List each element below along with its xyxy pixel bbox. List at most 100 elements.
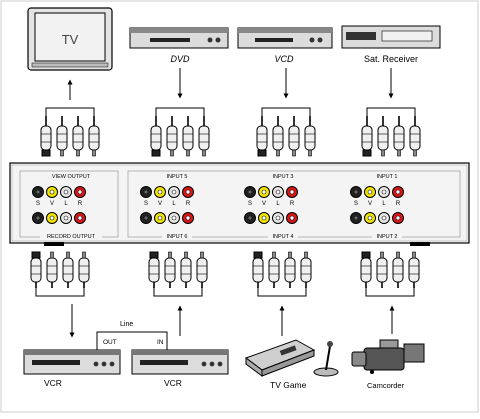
input5-jack-r: R	[182, 186, 194, 207]
tv-game-device: TV Game	[244, 339, 339, 390]
view-output-jack-s: S	[32, 186, 44, 207]
input5-jack-s: S	[140, 186, 152, 207]
dvd-label: DVD	[170, 54, 190, 64]
input2-jack-v	[364, 212, 376, 224]
input3-jack-label: R	[290, 201, 295, 207]
sat-receiver-label: Sat. Receiver	[364, 54, 418, 64]
view-output-label: VIEW OUTPUT	[52, 174, 91, 180]
input2-jack-l	[378, 212, 390, 224]
input3-jack-label: S	[248, 201, 252, 207]
dvd-cable-group	[150, 107, 210, 157]
sat-cable-group-plug-l	[393, 116, 405, 157]
record-output-jack-s	[32, 212, 44, 224]
camcorder-cable-group-plug-v	[376, 251, 388, 288]
input2-jack-r	[392, 212, 404, 224]
input1-label: INPUT 1	[377, 174, 398, 180]
view-output-jack-label: R	[78, 201, 83, 207]
input6-label: INPUT 6	[167, 234, 188, 240]
vcr-cable-group-plug-s	[30, 251, 42, 288]
top-cable-groups	[40, 107, 421, 157]
tv-device: TV	[27, 7, 113, 71]
camcorder-cable-group-plug-l	[392, 251, 404, 288]
tv-game-label: TV Game	[270, 380, 307, 390]
record-output-jack-v	[46, 212, 58, 224]
input1-jack-l: L	[378, 186, 390, 207]
line-label: Line	[120, 321, 133, 328]
vcr2-cable-group-plug-l	[180, 251, 192, 288]
tv-game-cable-group-plug-v	[268, 251, 280, 288]
vcd-cable-group-plug-l	[288, 116, 300, 157]
input6-jack-l	[168, 212, 180, 224]
vcr-cable-group	[30, 251, 90, 297]
vcr2-label: VCR	[164, 378, 182, 388]
input3-label: INPUT 3	[273, 174, 294, 180]
vcd-cable-group-plug-s	[256, 116, 268, 157]
record-output-label: RECORD OUTPUT	[47, 234, 96, 240]
view-output-jack-label: L	[64, 201, 68, 207]
vcd-cable-group	[256, 107, 316, 157]
vcr-cable-group-plug-r	[78, 251, 90, 288]
dvd-cable-group-plug-s	[150, 116, 162, 157]
record-output-jack-l	[60, 212, 72, 224]
input4-jack-r	[286, 212, 298, 224]
vcr-cable-group-plug-l	[62, 251, 74, 288]
input6-jack-s	[140, 212, 152, 224]
camcorder-label: Camcorder	[367, 381, 405, 390]
sat-cable-group-plug-v	[377, 116, 389, 157]
sat-cable-group	[361, 107, 421, 157]
input1-jack-r: R	[392, 186, 404, 207]
input4-label: INPUT 4	[273, 234, 294, 240]
input1-jack-label: L	[382, 201, 386, 207]
tv-cable-group-plug-s	[40, 116, 52, 157]
in-label: IN	[157, 339, 164, 346]
input5-jack-label: L	[172, 201, 176, 207]
sat-cable-group-plug-s	[361, 116, 373, 157]
vcr-device: VCR	[23, 349, 121, 388]
vcr2-device: VCR	[131, 349, 229, 388]
tv-game-cable-group-plug-l	[284, 251, 296, 288]
tv-game-cable-group-plug-r	[300, 251, 312, 288]
vcr2-cable-group	[148, 251, 208, 297]
vcr2-cable-group-plug-s	[148, 251, 160, 288]
tv-cable-group-plug-v	[56, 116, 68, 157]
vcd-cable-group-plug-r	[304, 116, 316, 157]
camcorder-cable-group-plug-r	[408, 251, 420, 288]
view-output-jack-r: R	[74, 186, 86, 207]
dvd-device: DVD	[129, 27, 229, 64]
vcd-device: VCD	[237, 27, 333, 64]
tv-cable-group-plug-r	[88, 116, 100, 157]
input1-jack-s: S	[350, 186, 362, 207]
input3-jack-v: V	[258, 186, 270, 207]
vcr-cable-group-plug-v	[46, 251, 58, 288]
input5-jack-v: V	[154, 186, 166, 207]
tv-cable-group	[40, 107, 100, 157]
sat-receiver-device: Sat. Receiver	[341, 25, 441, 64]
tv-label: TV	[62, 32, 79, 47]
vcr2-cable-group-plug-r	[196, 251, 208, 288]
sat-cable-group-plug-r	[409, 116, 421, 157]
input1-jack-label: R	[396, 201, 401, 207]
vcr2-cable-group-plug-v	[164, 251, 176, 288]
input5-jack-label: S	[144, 201, 148, 207]
camcorder-cable-group	[360, 251, 420, 297]
camcorder-device: Camcorder	[351, 339, 425, 390]
input3-jack-r: R	[286, 186, 298, 207]
input2-jack-s	[350, 212, 362, 224]
input3-jack-label: L	[276, 201, 280, 207]
record-output-jack-r	[74, 212, 86, 224]
input5-jack-label: R	[186, 201, 191, 207]
bottom-cable-groups	[30, 251, 420, 297]
view-output-jack-label: S	[36, 201, 40, 207]
input5-label: INPUT 5	[167, 174, 188, 180]
view-output-jack-label: V	[50, 201, 54, 207]
camcorder-cable-group-plug-s	[360, 251, 372, 288]
input5-jack-l: L	[168, 186, 180, 207]
input3-jack-label: V	[262, 201, 266, 207]
input5-jack-label: V	[158, 201, 162, 207]
vcr-label: VCR	[44, 378, 62, 388]
input1-jack-v: V	[364, 186, 376, 207]
input4-jack-s	[244, 212, 256, 224]
